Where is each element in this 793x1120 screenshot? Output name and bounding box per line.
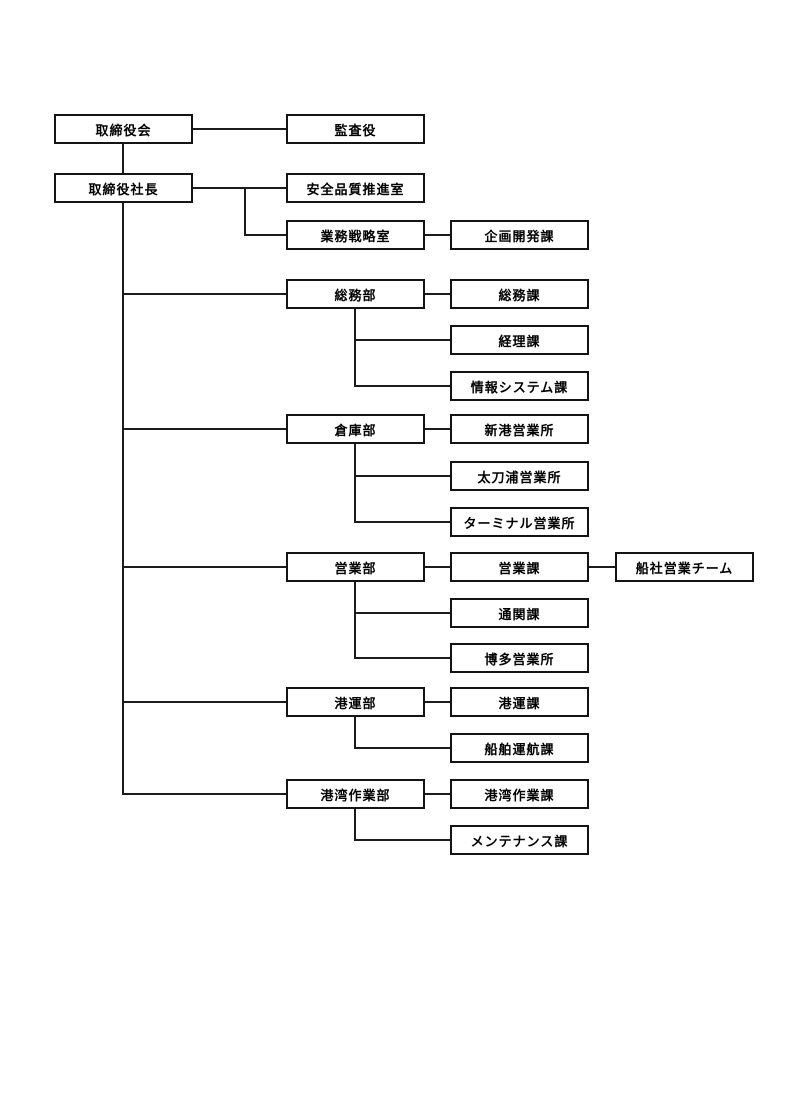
org-node-general-affairs-section: 総務課 — [450, 279, 589, 309]
connector-trunk-to-general-affairs-dept — [122, 293, 287, 295]
connector-pt-dept-children — [354, 717, 356, 749]
connector-sales-section-to-team — [588, 566, 616, 568]
connector-president-to-safety-office — [192, 187, 287, 189]
org-node-planning-development-section: 企画開発課 — [450, 220, 589, 250]
connector-to-maintenance-section — [354, 839, 451, 841]
connector-to-vessel-operation-section — [354, 747, 451, 749]
org-node-terminal-sales-office: ターミナル営業所 — [450, 507, 589, 537]
org-node-accounting-section: 経理課 — [450, 325, 589, 355]
org-node-information-systems-section: 情報システム課 — [450, 371, 589, 401]
org-node-port-works-section: 港湾作業課 — [450, 779, 589, 809]
org-node-shinko-sales-office: 新港営業所 — [450, 414, 589, 444]
org-node-sales-dept: 営業部 — [286, 552, 425, 582]
connector-pw-dept-to-pw-section — [424, 793, 451, 795]
connector-pw-dept-children — [354, 809, 356, 841]
connector-pt-dept-to-pt-section — [424, 701, 451, 703]
connector-to-strategy-office — [244, 234, 287, 236]
org-node-port-works-dept: 港湾作業部 — [286, 779, 425, 809]
connector-to-tachinoura-office — [354, 475, 451, 477]
org-node-shipping-line-sales-team: 船社営業チーム — [615, 552, 754, 582]
connector-sales-dept-to-sales-section — [424, 566, 451, 568]
connector-to-terminal-office — [354, 521, 451, 523]
connector-sales-dept-children — [354, 582, 356, 659]
connector-board-to-president — [122, 144, 124, 174]
org-node-president: 取締役社長 — [54, 173, 193, 203]
connector-ga-dept-to-ga-section — [424, 293, 451, 295]
org-node-safety-quality-office: 安全品質推進室 — [286, 173, 425, 203]
org-node-port-transport-dept: 港運部 — [286, 687, 425, 717]
org-node-hakata-sales-office: 博多営業所 — [450, 643, 589, 673]
org-node-sales-section: 営業課 — [450, 552, 589, 582]
connector-board-to-auditor — [192, 128, 287, 130]
org-node-general-affairs-dept: 総務部 — [286, 279, 425, 309]
connector-strategy-to-planning — [424, 234, 451, 236]
connector-trunk-to-port-transport-dept — [122, 701, 287, 703]
connector-trunk-to-port-works-dept — [122, 793, 287, 795]
connector-warehouse-children — [354, 444, 356, 523]
org-node-warehouse-dept: 倉庫部 — [286, 414, 425, 444]
org-node-board-of-directors: 取締役会 — [54, 114, 193, 144]
org-node-vessel-operation-section: 船舶運航課 — [450, 733, 589, 763]
org-node-auditor: 監査役 — [286, 114, 425, 144]
org-node-tachinoura-sales-office: 太刀浦営業所 — [450, 461, 589, 491]
connector-to-customs-section — [354, 612, 451, 614]
connector-to-information-systems-section — [354, 385, 451, 387]
connector-to-accounting-section — [354, 339, 451, 341]
connector-to-hakata-office — [354, 657, 451, 659]
connector-warehouse-to-shinko — [424, 428, 451, 430]
org-node-customs-clearance-section: 通関課 — [450, 598, 589, 628]
org-node-business-strategy-office: 業務戦略室 — [286, 220, 425, 250]
org-node-port-transport-section: 港運課 — [450, 687, 589, 717]
connector-elbow-strategy-office — [244, 187, 246, 236]
connector-president-trunk — [122, 203, 124, 795]
connector-trunk-to-sales-dept — [122, 566, 287, 568]
connector-trunk-to-warehouse-dept — [122, 428, 287, 430]
connector-ga-dept-children — [354, 309, 356, 387]
org-node-maintenance-section: メンテナンス課 — [450, 825, 589, 855]
